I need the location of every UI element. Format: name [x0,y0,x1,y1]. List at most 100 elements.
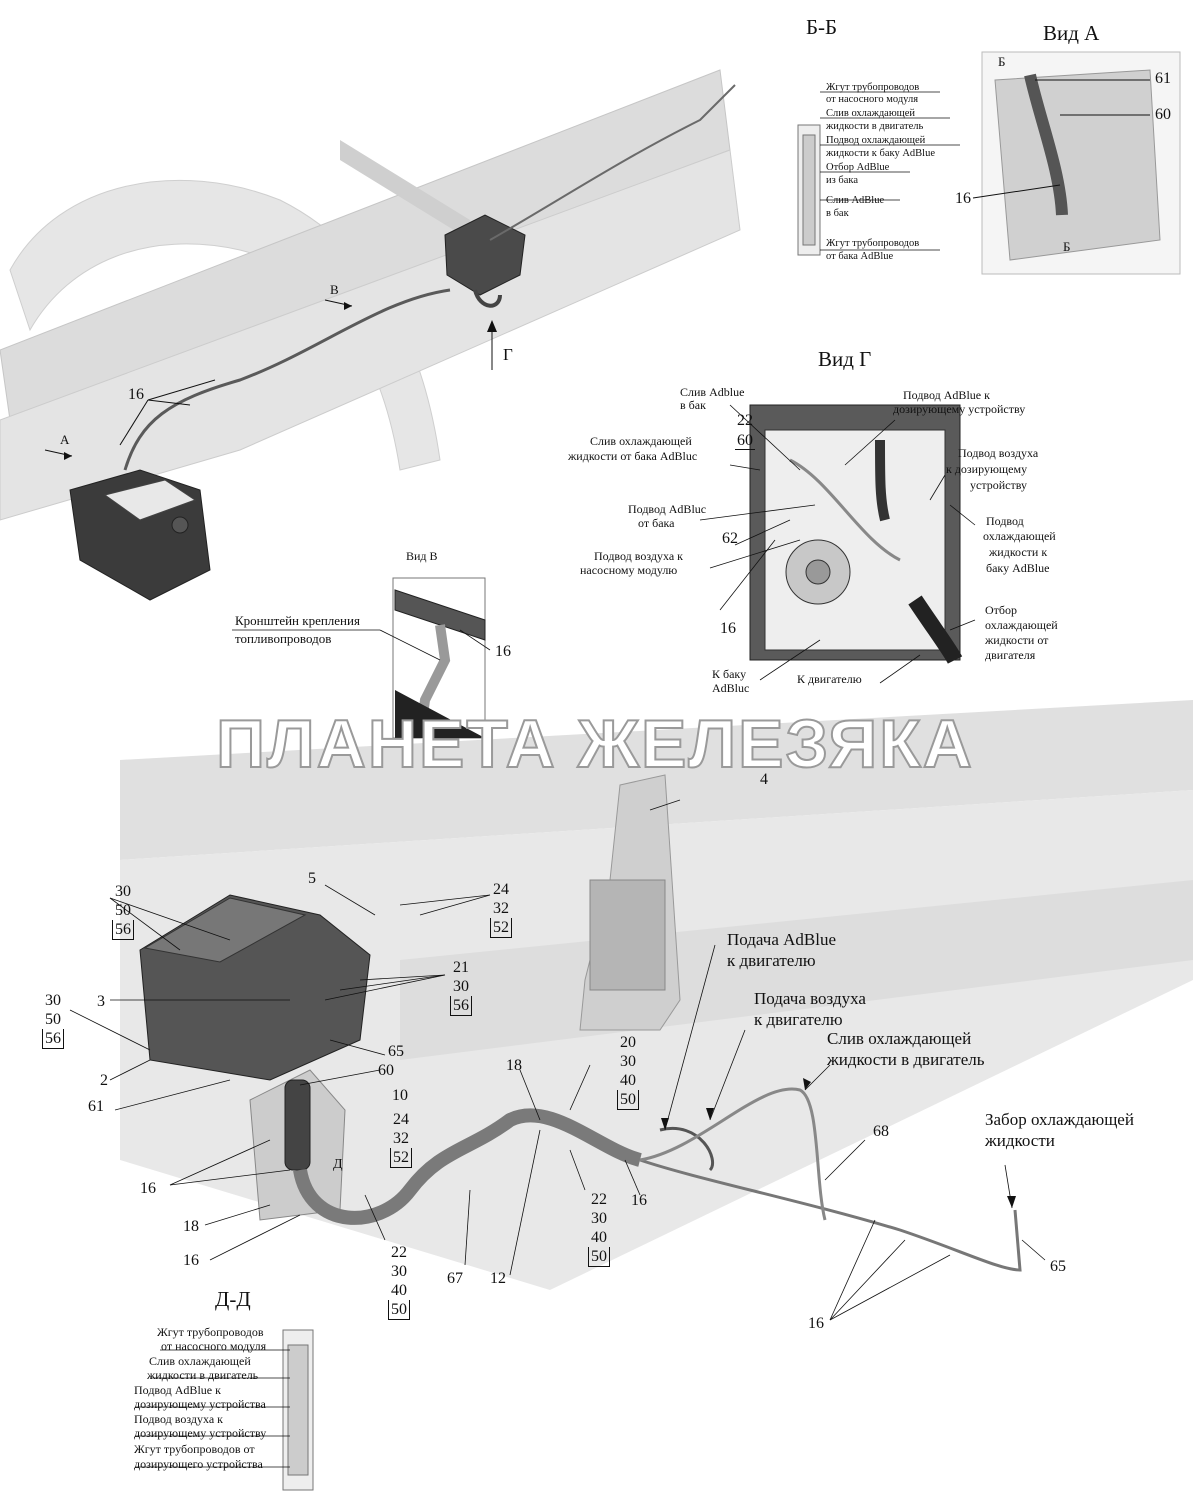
main-pos-68: 68 [873,1123,889,1140]
pos-16-top: 16 [128,386,144,403]
main-pos-4: 4 [760,771,768,788]
view-g-label: баку AdBlue [986,561,1050,575]
section-bb-item: Слив охлаждающей [826,108,916,119]
view-g-label: Подвод воздуха к [594,549,683,563]
view-g-title: Вид Г [818,347,872,371]
view-g-label: устройству [970,478,1027,492]
view-g-label: дозирующему устройству [893,402,1026,416]
main-pos-18-b: 18 [506,1057,522,1074]
view-g-label: Слив Adblue [680,385,745,399]
stack-item: 20 [620,1034,636,1051]
stack-item: 52 [490,918,512,938]
section-dd-item: дозирующему устройству [134,1426,267,1440]
section-dd-item: жидкости в двигатель [147,1368,259,1382]
stack-item: 56 [450,996,472,1016]
view-a-pos-60: 60 [1155,106,1171,123]
label-podacha-vozd-1: Подача воздуха [754,989,866,1008]
label-podacha-vozd-2: к двигателю [754,1010,843,1029]
stack-item: 22 [391,1244,407,1261]
section-bb-item: жидкости к баку AdBlue [826,148,936,159]
stack-item: 24 [393,1111,409,1128]
stack-item: 56 [112,920,134,940]
section-dd-item: дозирующему устройства [134,1397,266,1411]
stack-item: 50 [45,1011,61,1028]
chassis-frame-rail-bottom [0,149,741,521]
section-bb-item: из бака [826,175,858,186]
view-g-drawing [699,404,976,684]
label-zabor-1: Забор охлаждающей [985,1110,1134,1129]
view-a-pos-61: 61 [1155,70,1171,87]
stack-item: 32 [493,900,509,917]
main-stack-20-30-40-50: 20 30 40 50 [617,1033,639,1110]
stack-item: 40 [620,1072,636,1089]
doser-60 [284,1079,311,1171]
main-pos-60: 60 [378,1062,394,1079]
view-g-pos-60: 60 [735,432,755,450]
stack-item: 30 [391,1263,407,1280]
label-zabor-2: жидкости [985,1131,1055,1150]
view-g-label: насосному модулю [580,563,678,577]
view-g-label: от бака [638,516,675,530]
label-podacha-adblue-2: к двигателю [727,951,816,970]
view-g-label: жидкости от бака AdBluc [568,449,698,463]
label-podacha-adblue-1: Подача AdBlue [727,930,837,949]
view-g-label: Подвод [986,514,1024,528]
main-pos-3: 3 [97,993,105,1010]
view-g-label: к дозирующему [946,462,1028,476]
section-dd-item: от насосного модуля [161,1339,267,1353]
main-assembly-drawing [69,700,1193,1321]
view-g-pos-62: 62 [722,530,738,547]
section-dd-item: дозирующего устройства [134,1457,263,1471]
section-bb-item: Подвод охлаждающей [826,135,926,146]
view-g-label: К баку [712,667,747,681]
main-pos-10: 10 [392,1087,408,1104]
stack-item: 30 [453,978,469,995]
section-dd-drawing [135,1329,314,1491]
view-g-label: AdBluc [712,681,750,695]
main-pos-16-b: 16 [183,1252,199,1269]
section-bb-item: жидкости в двигатель [826,121,924,132]
stack-item: 30 [115,883,131,900]
view-g-label: Подвод AdBlue к [903,388,990,402]
main-stack-22-30-40-50-a: 22 30 40 50 [388,1243,410,1320]
arrow-label-a: А [60,432,70,447]
main-stack-24-32-52-mid: 24 32 52 [390,1110,412,1168]
section-bb-item: в бак [826,208,849,219]
chassis-crossbeam [340,140,470,240]
view-g-pos-16: 16 [720,620,736,637]
view-g-label: охлаждающей [983,529,1056,543]
arrow-label-g: Г [503,345,513,364]
view-v-drawing [232,577,491,739]
main-pos-d: Д [333,1157,343,1172]
stack-item: 30 [45,992,61,1009]
stack-item: 56 [42,1029,64,1049]
section-bb-title: Б-Б [806,15,838,39]
main-pos-12: 12 [490,1270,506,1287]
section-bb-item: от насосного модуля [826,94,919,105]
view-g-pos-22: 22 [737,412,753,429]
stack-item: 22 [591,1191,607,1208]
section-dd-item: Жгут трубопроводов от [134,1442,255,1456]
main-pos-16-a: 16 [140,1180,156,1197]
view-a-drawing [972,51,1181,275]
view-g-label: К двигателю [797,672,862,686]
section-bb-item: Жгут трубопроводов [826,238,920,249]
main-stack-21-30-56: 21 30 56 [450,958,472,1016]
tank-cap [171,516,189,534]
section-dd-item: Подвод воздуха к [134,1412,223,1426]
stack-item: 30 [620,1053,636,1070]
main-pos-67: 67 [447,1270,463,1287]
main-pos-18-a: 18 [183,1218,199,1235]
main-stack-22-30-40-50-b: 22 30 40 50 [588,1190,610,1267]
view-v-bracket-line2: топливопроводов [235,631,332,646]
main-stack-30-50-56-top: 30 50 56 [112,882,134,940]
pump-module [444,214,526,296]
main-pos-65-b: 65 [1050,1258,1066,1275]
view-g-label: Слив охлаждающей [590,434,692,448]
view-g-label: Подвод AdBluc [628,502,707,516]
top-assembly-drawing [0,69,741,601]
label-sliv-ohl-1: Слив охлаждающей [827,1029,972,1048]
stack-item: 21 [453,959,469,976]
main-pos-65-a: 65 [388,1043,404,1060]
